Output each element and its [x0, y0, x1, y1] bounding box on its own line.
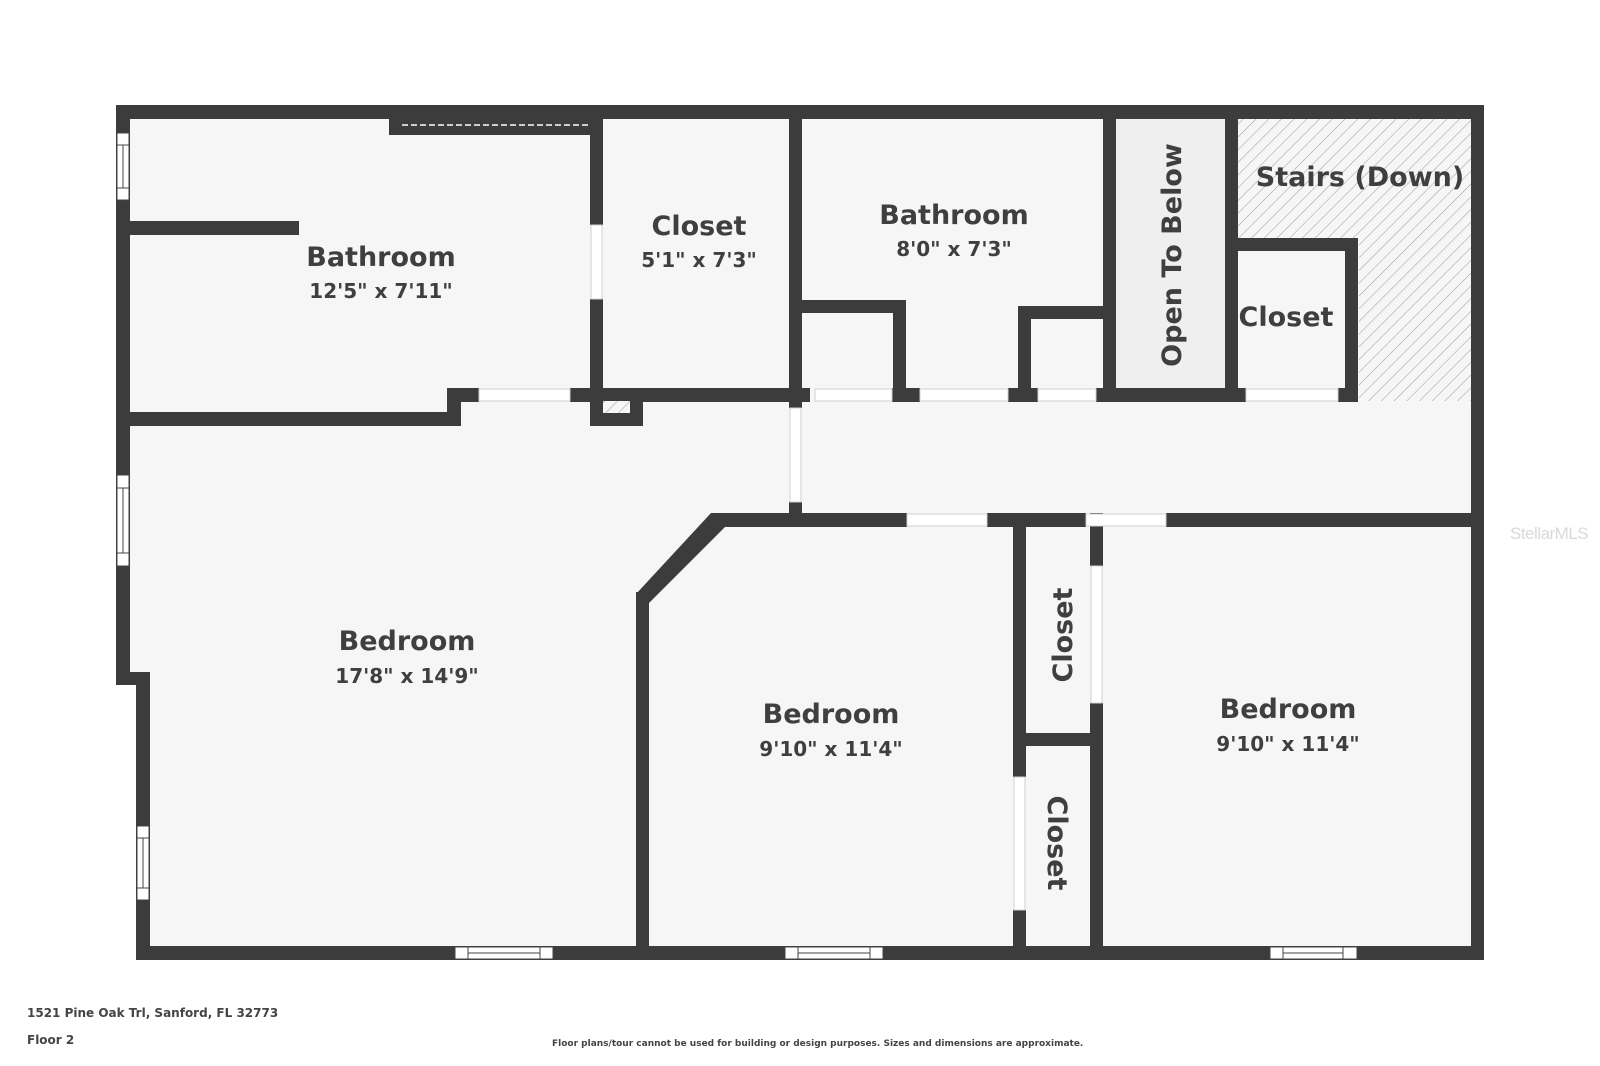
wall-hall-top-f	[1338, 388, 1358, 402]
chimney-hatch	[603, 401, 630, 413]
door-closet1[interactable]	[590, 224, 603, 300]
wall-closet1-right	[789, 105, 802, 405]
wall-diagonal	[636, 513, 725, 603]
stairs-hatch	[1238, 118, 1471, 401]
window-bed1-left-lower	[136, 825, 150, 901]
room-closet-4[interactable]: Closet	[1041, 796, 1072, 891]
wall-right	[1471, 105, 1484, 960]
wall-hall-bottom-b	[987, 513, 1086, 527]
room-fills	[123, 112, 1478, 953]
window-bed1-left-upper	[116, 474, 130, 567]
wall-hall-top-e	[1096, 388, 1246, 402]
door-hall-left[interactable]	[789, 407, 802, 503]
room-name: Bedroom	[339, 626, 476, 657]
room-dimensions: 12'5" x 7'11"	[309, 279, 452, 303]
wall-bed2-left	[636, 592, 649, 960]
room-dimensions: 17'8" x 14'9"	[335, 664, 478, 688]
door-bed2[interactable]	[906, 513, 988, 527]
wall-closet1-left-upper	[590, 105, 603, 225]
room-name: Open To Below	[1157, 143, 1188, 367]
room-bathroom-2[interactable]: Bathroom 8'0" x 7'3"	[879, 200, 1028, 261]
disclaimer: Floor plans/tour cannot be used for buil…	[552, 1039, 1084, 1049]
room-name: Bathroom	[306, 242, 455, 273]
window-bed2-bottom	[784, 946, 884, 960]
room-name: Closet	[1239, 302, 1334, 333]
room-name: Stairs (Down)	[1256, 162, 1464, 193]
wall-bath-partition	[130, 221, 299, 235]
door-closet3[interactable]	[1090, 565, 1103, 704]
room-closet-3[interactable]: Closet	[1048, 587, 1079, 682]
room-bedroom-3[interactable]: Bedroom 9'10" x 11'4"	[1216, 694, 1359, 756]
open-to-below-fill	[1116, 118, 1225, 395]
door-nook2[interactable]	[1037, 388, 1097, 402]
wall-bath2-right	[1103, 105, 1116, 402]
door-closet4[interactable]	[1013, 776, 1026, 911]
room-dimensions: 5'1" x 7'3"	[641, 248, 757, 272]
room-dimensions: 8'0" x 7'3"	[896, 237, 1012, 261]
window-bath1-left	[116, 132, 130, 201]
wall-closet-col-left-upper	[1013, 513, 1026, 777]
room-name: Closet	[1041, 796, 1072, 891]
room-bedroom-1[interactable]: Bedroom 17'8" x 14'9"	[335, 626, 478, 688]
wall-closet2-top	[1225, 238, 1358, 251]
wall-closet2-right	[1345, 238, 1358, 402]
watermark: StellarMLS	[1510, 524, 1589, 543]
room-dimensions: 9'10" x 11'4"	[1216, 732, 1359, 756]
wall-nook1-right	[893, 300, 906, 402]
room-dimensions: 9'10" x 11'4"	[759, 737, 902, 761]
wall-hall-top-c	[892, 388, 920, 402]
windows	[116, 124, 1358, 960]
room-name: Closet	[652, 211, 747, 242]
wall-hall-top-a	[447, 388, 479, 402]
wall-bath-ledge	[389, 105, 601, 135]
wall-closet-col-right-lower	[1090, 703, 1103, 960]
door-closet2[interactable]	[1245, 388, 1339, 402]
wall-hall-bottom-c	[1166, 513, 1484, 527]
wall-hall-top-d	[1008, 388, 1038, 402]
door-bath1[interactable]	[478, 388, 571, 402]
wall-nook1-top	[789, 300, 906, 313]
wall-otb-right	[1225, 105, 1238, 402]
room-name: Bathroom	[879, 200, 1028, 231]
room-bedroom-2[interactable]: Bedroom 9'10" x 11'4"	[759, 699, 902, 761]
wall-nook2-top	[1018, 306, 1108, 319]
door-bed3[interactable]	[1085, 513, 1167, 527]
room-open-to-below[interactable]: Open To Below	[1157, 143, 1188, 367]
room-closet-2[interactable]: Closet	[1239, 302, 1334, 333]
window-bed1-bottom	[454, 946, 554, 960]
wall-left-lower	[136, 672, 150, 960]
window-bed3-bottom	[1269, 946, 1358, 960]
wall-bath-bottom	[130, 412, 460, 426]
room-name: Bedroom	[1220, 694, 1357, 725]
wall-nook2-left	[1018, 306, 1031, 402]
wall-hall-left-stub-top	[789, 388, 802, 408]
room-name: Closet	[1048, 587, 1079, 682]
room-closet-1[interactable]: Closet 5'1" x 7'3"	[641, 211, 757, 272]
door-openings	[478, 224, 1339, 911]
door-nook1[interactable]	[814, 388, 893, 402]
wall-closet-col-left-lower	[1013, 910, 1026, 960]
wall-hall-bottom-a	[715, 513, 907, 527]
wall-closet1-left-lower	[590, 299, 603, 402]
room-bathroom-1[interactable]: Bathroom 12'5" x 7'11"	[306, 242, 455, 303]
property-address: 1521 Pine Oak Trl, Sanford, FL 32773	[27, 1006, 279, 1020]
wall-closet-col-divider	[1013, 733, 1103, 746]
floor-label: Floor 2	[27, 1033, 75, 1047]
room-labels: Bathroom 12'5" x 7'11" Closet 5'1" x 7'3…	[306, 143, 1464, 890]
room-stairs[interactable]: Stairs (Down)	[1256, 162, 1464, 193]
door-bath2[interactable]	[919, 388, 1009, 402]
room-name: Bedroom	[763, 699, 900, 730]
